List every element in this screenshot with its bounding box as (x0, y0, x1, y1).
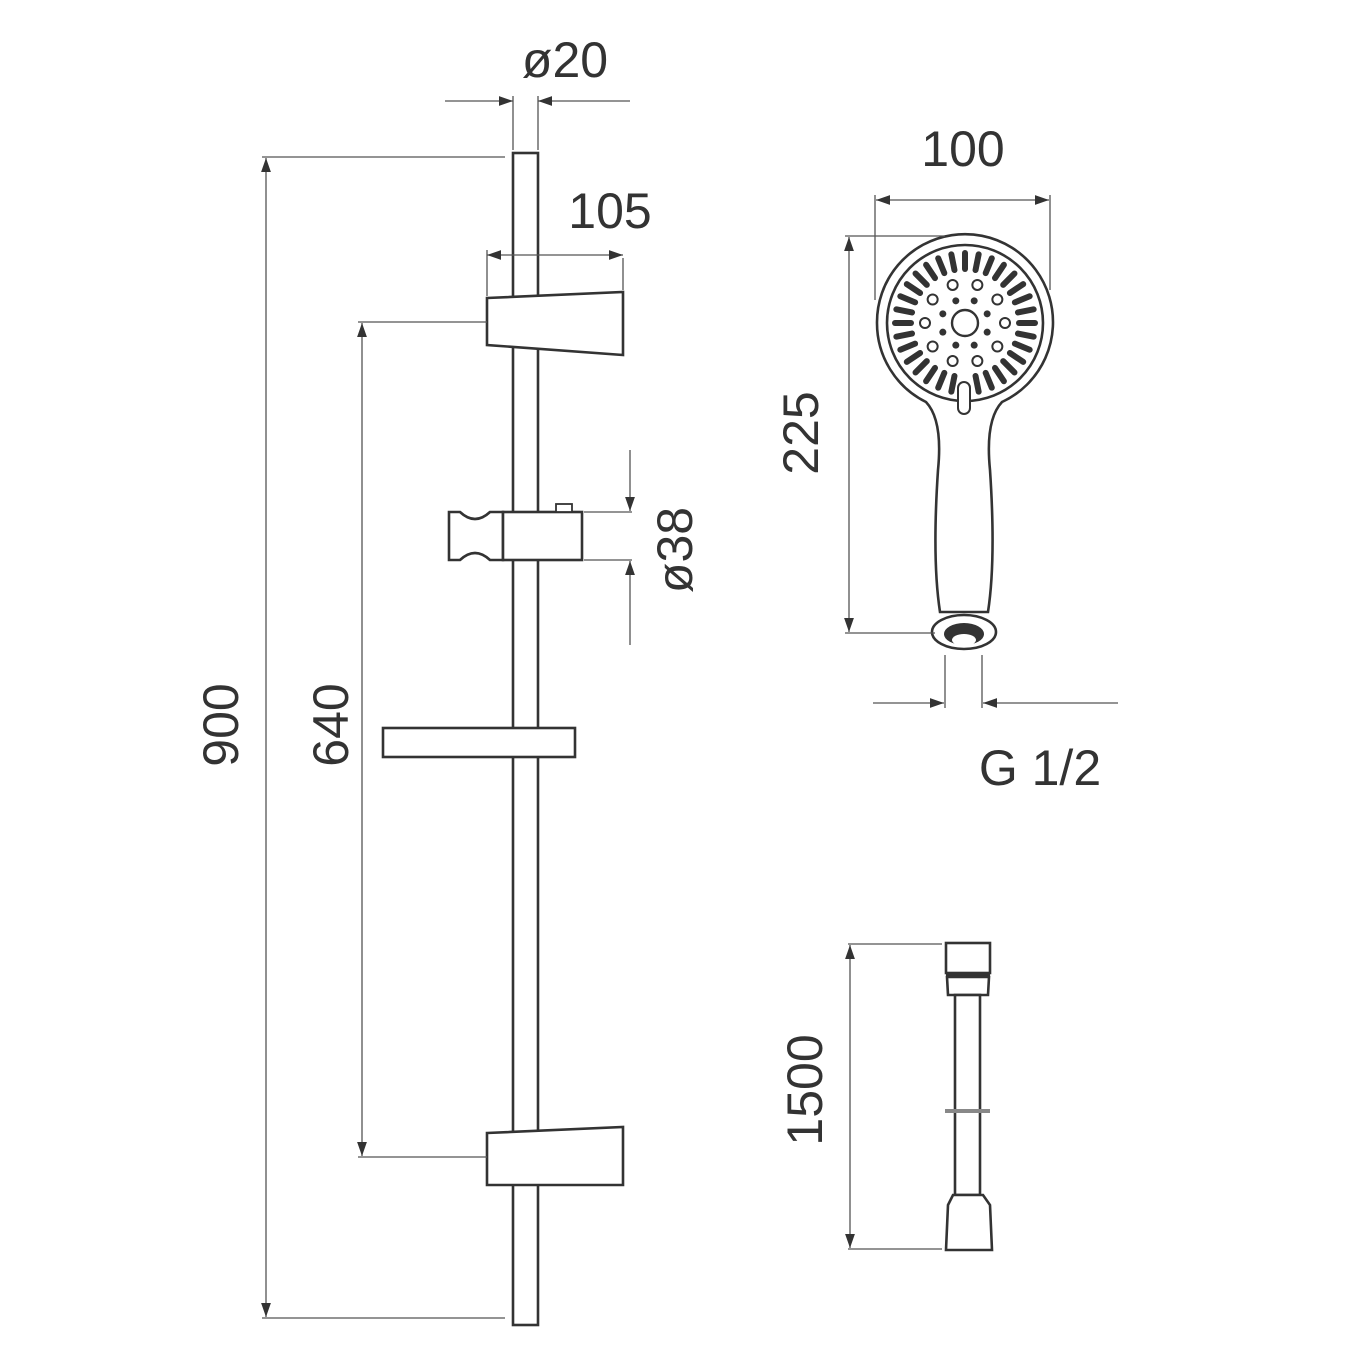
rail-length-label: 900 (193, 683, 249, 766)
head-width-dimension: 100 (874, 121, 1051, 300)
rail-diameter-label: ø20 (522, 32, 608, 88)
nozzle (912, 358, 930, 376)
nozzle (948, 372, 958, 395)
nozzle (935, 255, 948, 277)
head-length-label: 225 (773, 391, 829, 474)
hose-length-label: 1500 (777, 1034, 833, 1145)
nozzle (992, 364, 1007, 385)
nozzle (893, 330, 916, 340)
nozzle (999, 317, 1011, 329)
slider-diameter-label: ø38 (647, 507, 703, 593)
nozzle (923, 261, 938, 282)
nozzle (991, 293, 1004, 306)
handshower-slider (447, 503, 584, 562)
head-length-dimension: 225 (773, 235, 945, 634)
nozzle (912, 270, 930, 288)
soap-dish (381, 726, 577, 759)
shower-hose (944, 941, 994, 1252)
head-width-label: 100 (921, 121, 1004, 177)
nozzle (919, 317, 931, 329)
nozzle (1014, 306, 1037, 316)
nozzle (1006, 281, 1027, 296)
nozzle (1011, 293, 1033, 306)
spray-nozzles (892, 250, 1038, 395)
nozzle (948, 251, 958, 274)
nozzle (982, 255, 995, 277)
top-wall-bracket (485, 290, 625, 357)
bracket-depth-label: 105 (568, 183, 651, 239)
nozzle (939, 310, 947, 318)
nozzle (982, 369, 995, 391)
nozzle (991, 340, 1004, 353)
nozzle (1000, 270, 1018, 288)
bracket-spacing-dimension: 640 (303, 321, 487, 1158)
bracket-depth-dimension: 105 (486, 183, 652, 296)
nozzle (952, 341, 960, 349)
nozzle (897, 340, 919, 353)
nozzle (946, 355, 959, 368)
nozzle (1000, 358, 1018, 376)
nozzle (952, 297, 960, 305)
hand-shower (875, 232, 1055, 651)
nozzle (992, 261, 1007, 282)
slider-diameter-dimension: ø38 (584, 450, 703, 645)
nozzle (946, 278, 959, 291)
rail-length-dimension: 900 (193, 156, 505, 1319)
nozzle (971, 278, 984, 291)
hose-length-dimension: 1500 (777, 943, 942, 1250)
nozzle (926, 340, 939, 353)
nozzle (1011, 340, 1033, 353)
nozzle (983, 310, 991, 318)
nozzle (1006, 350, 1027, 365)
bracket-spacing-label: 640 (303, 683, 359, 766)
thread-label: G 1/2 (979, 740, 1101, 796)
nozzle (983, 328, 991, 336)
rail-diameter-dimension: ø20 (445, 32, 630, 150)
nozzle (897, 293, 919, 306)
nozzle (972, 372, 982, 395)
nozzle (923, 364, 938, 385)
thread-dimension: G 1/2 (873, 655, 1118, 796)
nozzle (926, 293, 939, 306)
nozzle (935, 369, 948, 391)
nozzle (903, 281, 924, 296)
nozzle (970, 297, 978, 305)
nozzle (1014, 330, 1037, 340)
nozzle (970, 341, 978, 349)
nozzle (939, 328, 947, 336)
nozzle (903, 350, 924, 365)
nozzle (971, 355, 984, 368)
nozzle (893, 306, 916, 316)
bottom-wall-bracket (485, 1125, 625, 1187)
nozzle (972, 251, 982, 274)
